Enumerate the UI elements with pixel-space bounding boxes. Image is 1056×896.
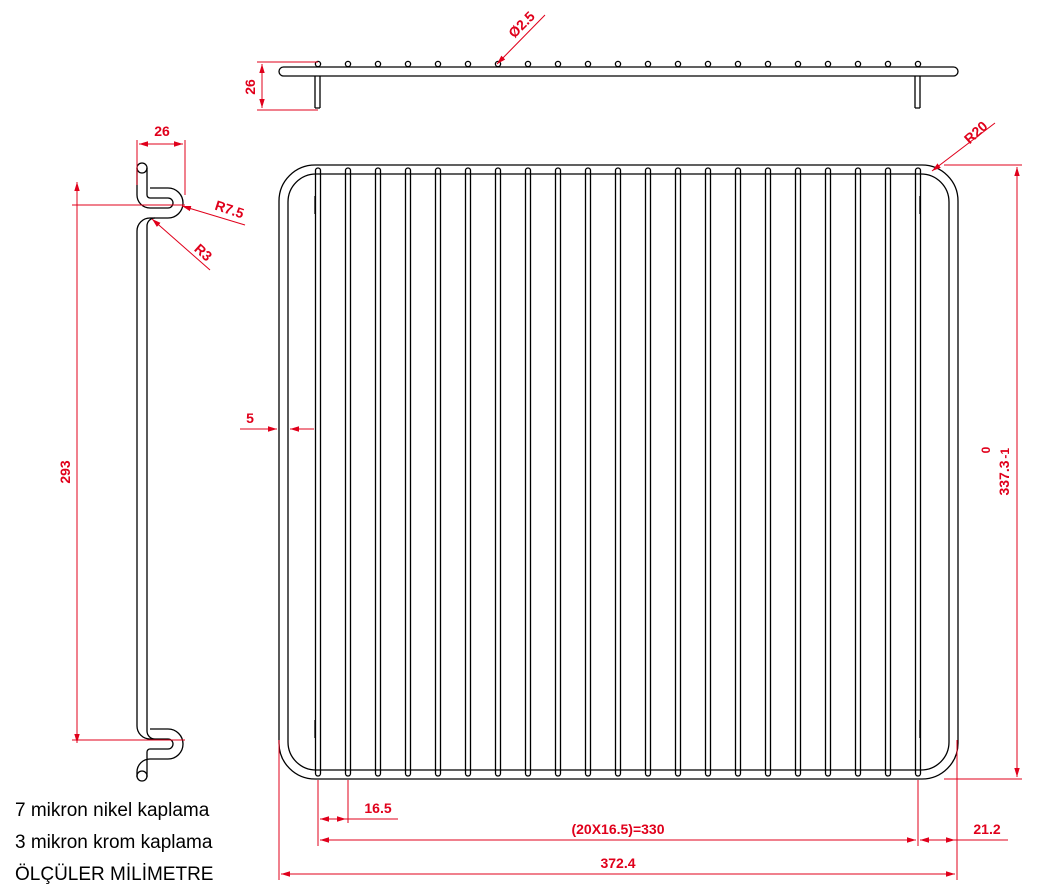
top-view-wire-end [434, 60, 442, 68]
front-view [278, 164, 959, 780]
top-view-wire-end [554, 60, 562, 68]
top-view-dimensions [257, 14, 546, 111]
right-offset-label: 21.2 [973, 821, 1000, 837]
top-view-frame-bar [278, 66, 959, 77]
height-tol-upper: 0 [979, 446, 993, 453]
grid-wire [494, 167, 502, 777]
grid-wire [824, 167, 832, 777]
side-view-hook-bottom [136, 725, 184, 777]
outer-frame-inner [287, 173, 950, 771]
first-pitch-label: 16.5 [364, 800, 391, 816]
top-view-wire-end [764, 60, 772, 68]
wire-diameter-label: Ø2.5 [505, 8, 538, 41]
grid-wire [314, 167, 322, 777]
side-view-hook-top-outer [136, 187, 184, 232]
top-view-wire-end [374, 60, 382, 68]
side-view-hook-top-link [146, 217, 156, 227]
grid-wire [464, 167, 472, 777]
top-view-wire-end [794, 60, 802, 68]
top-view-wire-end [314, 60, 322, 68]
grid-wire [344, 167, 352, 777]
top-view-wire-end [344, 60, 352, 68]
top-view-wire-end [914, 60, 922, 68]
grid-wire [644, 167, 652, 777]
pitch-total-label: (20X16.5)=330 [571, 821, 664, 837]
top-view-wire-end [884, 60, 892, 68]
height-label: 337.3 [996, 460, 1012, 495]
top-view-wire-end [644, 60, 652, 68]
grid-wire [524, 167, 532, 777]
grid-wire [764, 167, 772, 777]
top-view-wire-end [524, 60, 532, 68]
grid-wire [704, 167, 712, 777]
top-view-wire-end [494, 60, 502, 68]
top-view-wire-end [854, 60, 862, 68]
front-view-dimensions [240, 122, 1022, 880]
grid-wire [854, 167, 862, 777]
note-units: ÖLÇÜLER MİLİMETRE [15, 864, 213, 885]
grid-wires [314, 167, 922, 777]
grid-wire [674, 167, 682, 777]
grid-wire [614, 167, 622, 777]
side-view-wire-end-top [136, 162, 148, 174]
top-view-wire-end [734, 60, 742, 68]
note-chrome-plating: 3 mikron krom kaplama [15, 832, 213, 853]
bend-radius-inner-label: R3 [191, 240, 215, 264]
overall-width-label: 372.4 [600, 855, 635, 871]
top-height-label: 26 [242, 79, 258, 95]
side-view-wire-end-bottom [136, 770, 148, 782]
bend-radius-outer-label: R7.5 [213, 197, 246, 221]
grid-wire [884, 167, 892, 777]
grid-wire [404, 167, 412, 777]
side-view-rail [136, 226, 148, 731]
hook-spacing-label: 293 [57, 460, 73, 484]
top-view [278, 60, 959, 109]
top-view-wire-end [584, 60, 592, 68]
grid-wire [434, 167, 442, 777]
grid-wire [914, 167, 922, 777]
top-view-right-leg [914, 76, 921, 109]
top-view-left-leg [314, 76, 321, 109]
top-view-wire-end [824, 60, 832, 68]
side-view [136, 162, 184, 782]
top-view-wire-end [614, 60, 622, 68]
top-view-wire-end [674, 60, 682, 68]
top-view-wire-end [404, 60, 412, 68]
outer-frame-outer [278, 164, 959, 780]
grid-wire [734, 167, 742, 777]
side-view-dimensions [72, 140, 246, 743]
top-view-wire-end [464, 60, 472, 68]
hook-width-label: 26 [154, 123, 170, 139]
note-nickel-plating: 7 mikron nikel kaplama [15, 800, 210, 821]
grid-wire [794, 167, 802, 777]
grid-wire [554, 167, 562, 777]
corner-radius-label: R20 [961, 118, 991, 147]
top-view-wire-ends [314, 60, 922, 68]
grid-wire [374, 167, 382, 777]
top-view-wire-end [704, 60, 712, 68]
edge-offset-label: 5 [246, 410, 254, 426]
height-tol-lower: -1 [998, 448, 1012, 459]
grid-wire [584, 167, 592, 777]
